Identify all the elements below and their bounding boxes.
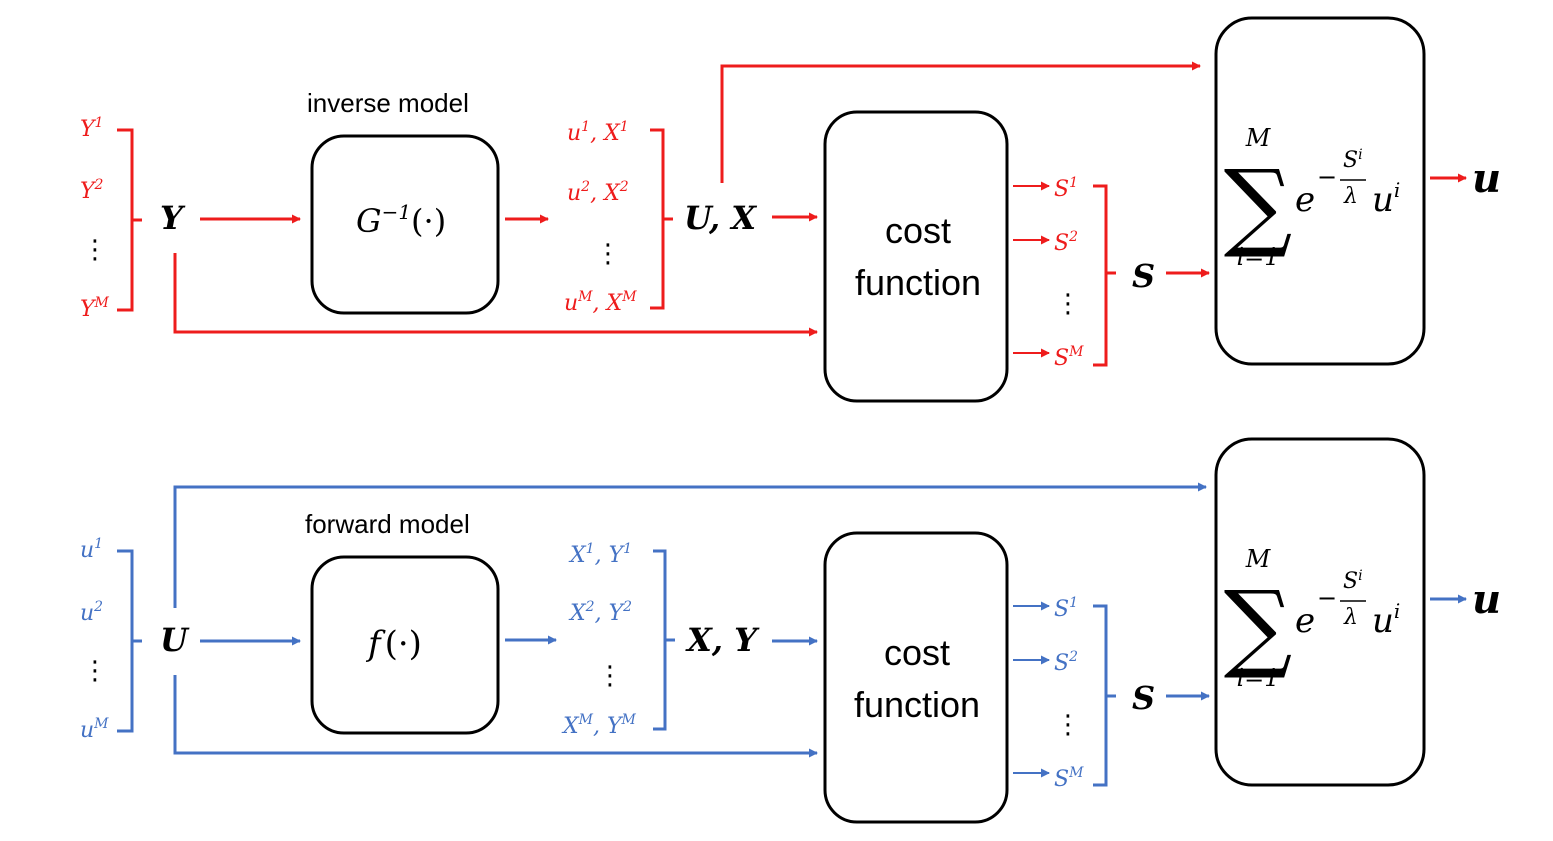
top-model-function: G−1(·) — [356, 200, 446, 240]
bottom-output-2: X2, Y2 — [568, 599, 632, 626]
top-cost-arrows — [1013, 181, 1050, 358]
top-formula-box — [1214, 16, 1426, 366]
bottom-cost-label-line2: function — [854, 684, 980, 725]
bottom-input-list: u1 u2 ⋮ uM — [80, 536, 109, 743]
bottom-formula-minus: − — [1317, 584, 1337, 612]
bottom-cost-1: S1 — [1054, 595, 1078, 622]
top-cost-list: S1 S2 ⋮ SM — [1054, 175, 1084, 371]
top-output-2: u2, X2 — [567, 179, 629, 206]
top-cost-1: S1 — [1054, 175, 1078, 202]
top-input-ellipsis: ⋮ — [82, 235, 108, 265]
top-formula-sum: ∑ — [1224, 149, 1293, 261]
top-arrow-outputs-to-formula — [720, 61, 1201, 183]
bottom-output-m: XM, YM — [561, 712, 637, 739]
bottom-model-box — [310, 555, 500, 735]
bottom-cost-group-label: S — [1132, 679, 1155, 717]
top-input-list: Y1 Y2 ⋮ YM — [80, 115, 110, 322]
bottom-input-ellipsis: ⋮ — [82, 656, 108, 686]
top-arrow-y-to-cost — [173, 253, 818, 337]
top-output-1: u1, X1 — [567, 119, 629, 146]
bottom-cost-m: SM — [1054, 765, 1084, 792]
bottom-formula-upper: M — [1245, 545, 1272, 573]
top-formula-frac-den: λ — [1343, 184, 1358, 209]
top-input-group-label: Y — [160, 199, 186, 237]
bottom-formula-term: ui — [1372, 599, 1400, 641]
top-formula-exp-base: e — [1295, 180, 1315, 220]
top-cost-label-line1: cost — [885, 210, 951, 251]
top-formula-minus: − — [1317, 163, 1337, 191]
bottom-input-1: u1 — [80, 536, 103, 563]
top-cost-2: S2 — [1054, 229, 1078, 256]
top-output-list: u1, X1 u2, X2 ⋮ uM, XM — [564, 119, 637, 316]
bottom-cost-box — [823, 531, 1009, 824]
top-result-label: u — [1472, 155, 1501, 202]
top-panel: Y1 Y2 ⋮ YM Y inverse model G−1(·) u1, X1… — [80, 16, 1501, 403]
top-cost-label-line2: function — [855, 262, 981, 303]
bottom-model-function: f(·) — [365, 624, 422, 664]
top-formula-term: ui — [1372, 178, 1400, 220]
top-input-bracket — [117, 128, 142, 312]
bottom-cost-bracket — [1093, 604, 1116, 787]
bottom-formula-exp-base: e — [1295, 601, 1315, 641]
top-output-bracket — [650, 128, 673, 310]
bottom-output-group-label: X, Y — [685, 621, 760, 659]
top-output-ellipsis: ⋮ — [595, 239, 621, 269]
top-formula-frac-num: Si — [1343, 147, 1363, 173]
bottom-output-ellipsis: ⋮ — [597, 661, 623, 691]
bottom-cost-arrows — [1013, 601, 1050, 778]
bottom-formula-frac-num: Si — [1343, 568, 1363, 594]
bottom-output-1: X1, Y1 — [568, 541, 632, 568]
bottom-input-group-label: U — [160, 621, 190, 659]
bottom-formula-lower: i=1 — [1236, 664, 1279, 692]
bottom-arrow-u-to-cost — [173, 675, 818, 758]
bottom-output-list: X1, Y1 X2, Y2 ⋮ XM, YM — [561, 541, 637, 739]
bottom-cost-list: S1 S2 ⋮ SM — [1054, 595, 1084, 792]
bottom-input-2: u2 — [80, 599, 103, 626]
bottom-formula: M ∑ i=1 e − Si λ ui — [1224, 545, 1401, 692]
bottom-formula-box — [1214, 437, 1426, 787]
top-input-2: Y2 — [80, 177, 104, 204]
top-output-m: uM, XM — [564, 289, 637, 316]
top-cost-group-label: S — [1132, 257, 1155, 295]
bottom-formula-frac-den: λ — [1343, 605, 1358, 630]
top-model-box — [310, 134, 500, 315]
bottom-cost-2: S2 — [1054, 649, 1078, 676]
bottom-arrow-u-to-formula — [173, 482, 1207, 608]
top-cost-bracket — [1093, 184, 1116, 367]
top-cost-ellipsis: ⋮ — [1055, 289, 1081, 319]
top-output-group-label: U, X — [684, 199, 757, 237]
bottom-panel: u1 u2 ⋮ uM U forward model f(·) X1, Y1 X… — [80, 437, 1501, 824]
bottom-output-bracket — [653, 549, 675, 731]
bottom-formula-sum: ∑ — [1224, 570, 1293, 682]
bottom-result-label: u — [1472, 576, 1501, 623]
top-cost-m: SM — [1054, 344, 1084, 371]
top-formula-upper: M — [1245, 124, 1272, 152]
bottom-cost-label-line1: cost — [884, 632, 950, 673]
bottom-input-m: uM — [80, 716, 109, 743]
top-model-caption: inverse model — [307, 88, 469, 118]
top-input-m: YM — [80, 295, 110, 322]
bottom-input-bracket — [117, 549, 142, 733]
top-input-1: Y1 — [80, 115, 103, 142]
bottom-model-caption: forward model — [305, 509, 470, 539]
bottom-cost-ellipsis: ⋮ — [1055, 710, 1081, 740]
top-cost-box — [823, 110, 1009, 403]
top-formula-lower: i=1 — [1236, 243, 1279, 271]
top-formula: M ∑ i=1 e − Si λ ui — [1224, 124, 1401, 271]
